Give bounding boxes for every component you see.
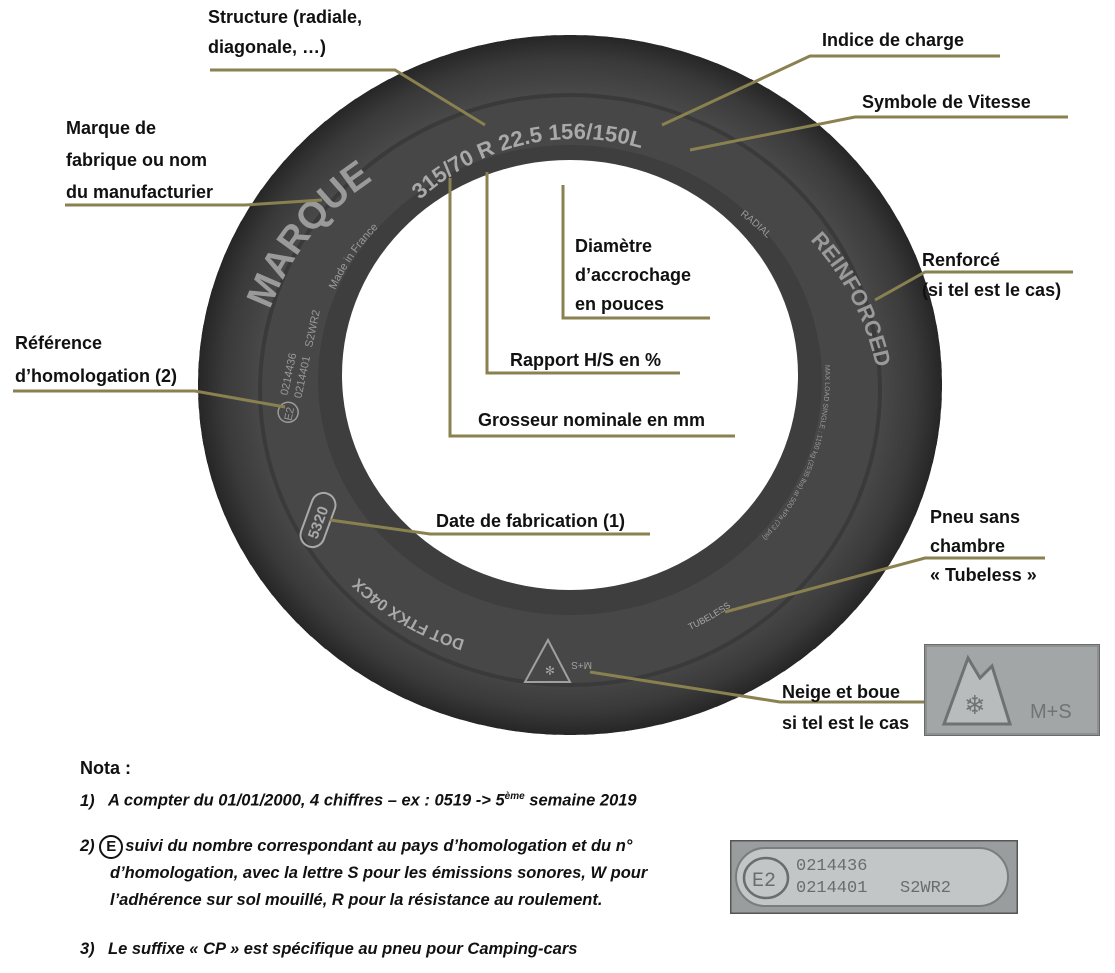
leader-grosseur	[448, 178, 735, 438]
leader-lines	[13, 54, 1073, 704]
label-renforce: Renforcé(si tel est le cas)	[922, 250, 1062, 300]
label-date-fabrication: Date de fabrication (1)	[436, 511, 626, 531]
leader-indice	[661, 54, 1000, 127]
svg-text:E2: E2	[752, 870, 776, 893]
inset-ms-text: M+S	[1030, 701, 1072, 723]
leader-tubeless	[724, 556, 1045, 614]
snowflake-icon: ❄	[964, 691, 986, 721]
svg-text:S2WR2: S2WR2	[900, 879, 951, 898]
note-1: 1)A compter du 01/01/2000, 4 chiffres – …	[80, 791, 637, 810]
e-circle-icon: E	[99, 835, 124, 859]
svg-text:M+S: M+S	[571, 659, 592, 670]
inset-ms-photo: ❄ M+S	[924, 644, 1100, 736]
svg-text:E2: E2	[283, 406, 298, 422]
snow-mountain-marking: ✻ M+S	[523, 637, 592, 683]
nota-title: Nota :	[80, 758, 131, 778]
svg-text:✻: ✻	[545, 663, 555, 677]
svg-text:0214436: 0214436	[796, 857, 867, 876]
leader-rapport	[485, 172, 680, 375]
leader-diametre	[561, 185, 710, 320]
leader-date	[329, 518, 650, 536]
leader-marque	[65, 198, 323, 207]
leader-reference	[13, 389, 286, 409]
leader-structure	[210, 68, 486, 127]
inset-approval-photo: E2 0214436 0214401 S2WR2	[730, 840, 1018, 914]
note-3: 3)Le suffixe « CP » est spécifique au pn…	[80, 940, 578, 958]
tire-hole	[342, 160, 798, 590]
leader-renforce	[874, 270, 1073, 302]
leader-neige	[589, 670, 925, 704]
label-indice-de-charge: Indice de charge	[822, 30, 965, 50]
svg-text:0214401: 0214401	[796, 879, 867, 898]
label-grosseur-nominale: Grosseur nominale en mm	[478, 410, 706, 430]
label-structure: Structure (radiale,diagonale, …)	[208, 7, 363, 57]
label-rapport-hs: Rapport H/S en %	[510, 350, 662, 370]
leader-vitesse	[689, 115, 1068, 152]
label-symbole-de-vitesse: Symbole de Vitesse	[862, 92, 1031, 112]
